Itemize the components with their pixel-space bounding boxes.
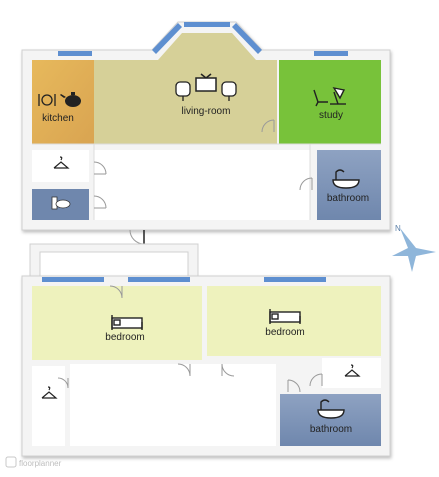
hallway-lower <box>70 364 276 446</box>
tv-icon <box>195 73 217 92</box>
compass-star-icon <box>392 228 436 272</box>
watermark: floorplanner <box>5 456 62 468</box>
bedroom-left-label: bedroom <box>105 332 144 343</box>
windows-lower <box>42 277 326 282</box>
desk-lamp-icon <box>330 87 346 105</box>
living-room-label: living-room <box>182 106 231 117</box>
toilet-icon <box>51 196 71 210</box>
armchair-icon <box>175 81 191 101</box>
compass-north-label: N <box>395 224 401 233</box>
lower-floor: bedroom bedroom bathroom <box>21 275 391 457</box>
study <box>279 60 381 144</box>
windows-upper <box>58 22 348 56</box>
doors-upper <box>93 119 313 245</box>
bathtub-icon <box>317 399 345 419</box>
kitchen-label: kitchen <box>42 113 74 124</box>
hallway-upper <box>94 150 310 220</box>
hanger-icon <box>344 364 361 377</box>
closet-lower-left <box>32 366 65 446</box>
bathroom-lower-label: bathroom <box>310 424 352 435</box>
bed-icon <box>111 315 143 330</box>
kettle-icon <box>60 92 81 107</box>
doors-lower <box>57 285 323 393</box>
watermark-text: floorplanner <box>19 459 62 468</box>
bedroom-right-label: bedroom <box>265 327 304 338</box>
stair-connector <box>29 243 199 277</box>
kitchen <box>32 60 94 144</box>
plate-cutlery-icon <box>38 94 56 106</box>
hanger-icon <box>53 156 70 169</box>
armchair-icon <box>221 81 237 101</box>
bathroom-lower <box>280 394 381 446</box>
desk-chair-icon <box>313 89 328 107</box>
upper-floor: kitchen living-room study <box>21 21 391 245</box>
closet-lower-right <box>322 358 381 388</box>
study-label: study <box>319 110 343 121</box>
hanger-icon <box>41 386 58 399</box>
bed-icon <box>269 309 301 324</box>
bathtub-icon <box>332 169 360 189</box>
closet-upper <box>32 150 89 182</box>
bathroom-upper-label: bathroom <box>327 193 369 204</box>
